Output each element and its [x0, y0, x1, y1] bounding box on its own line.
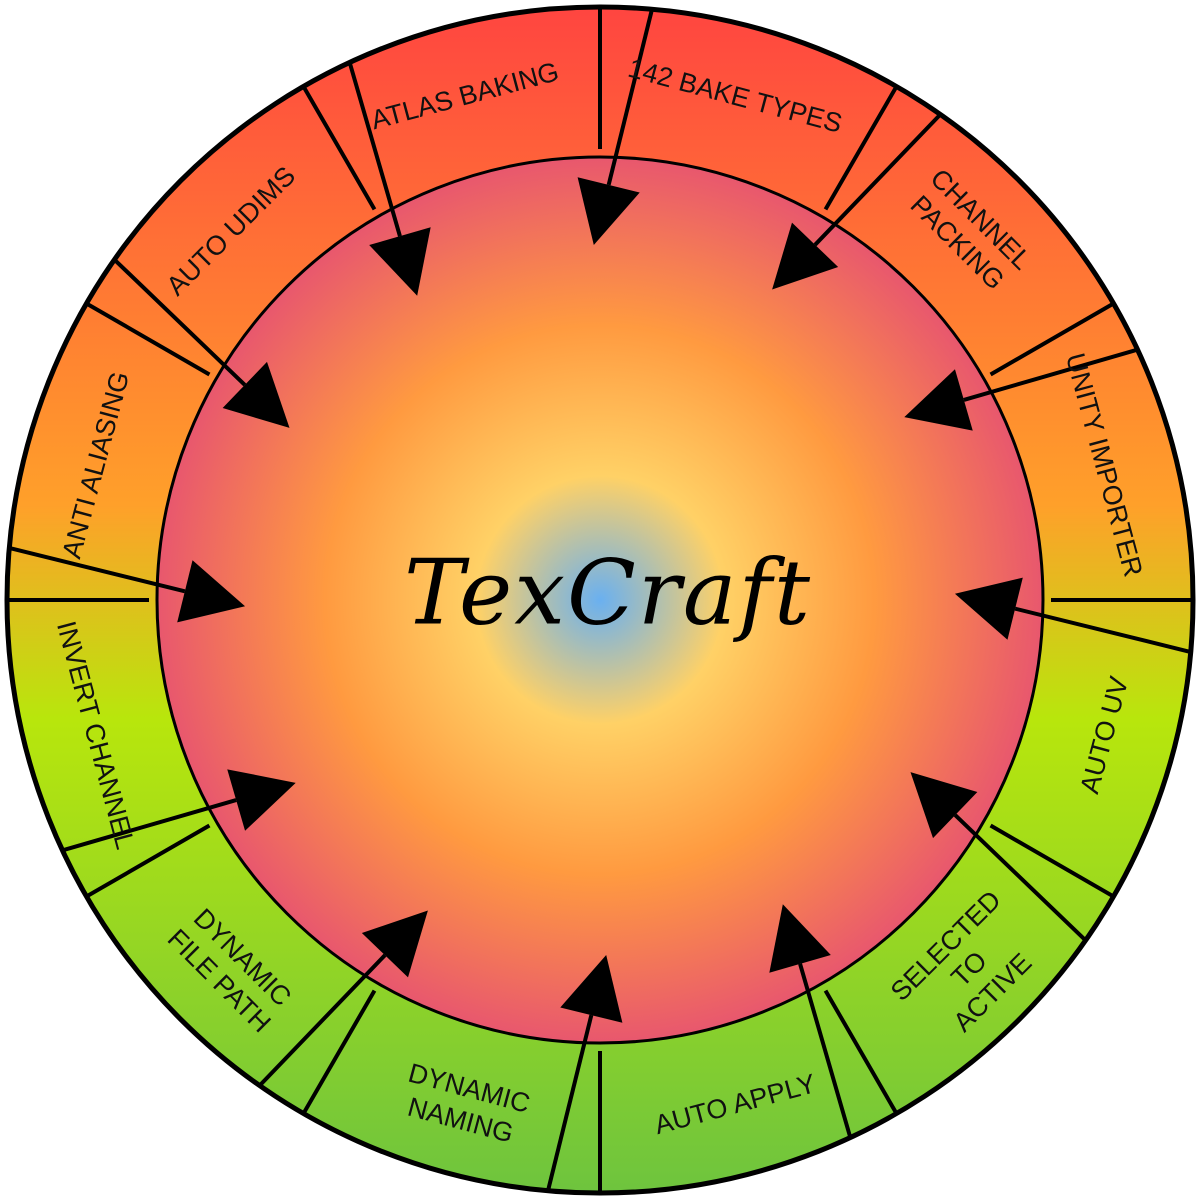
arrow-shaft [963, 348, 1137, 402]
arrow-head [369, 227, 431, 296]
arrow-head [177, 560, 246, 623]
feature-arrows [10, 10, 1190, 1190]
segment-dividers [7, 7, 1193, 1193]
arrow-head [904, 369, 973, 431]
segment-divider [989, 823, 1115, 899]
inner-disc [155, 155, 1045, 1045]
center-title: TexCraft [404, 540, 812, 645]
arrow-shaft [606, 10, 654, 186]
arrow-head [560, 954, 623, 1023]
arrow-shaft [348, 63, 402, 237]
arrow-shaft [114, 259, 247, 387]
arrow-shaft [798, 963, 852, 1137]
arrow-shaft [10, 546, 186, 594]
arrow-head [910, 772, 978, 839]
arrow-shaft [546, 1014, 594, 1190]
arrow-shaft [953, 813, 1086, 941]
segment-divider [85, 823, 211, 899]
segment-divider [301, 85, 377, 211]
segment-divider [301, 989, 377, 1115]
arrow-head [769, 904, 831, 973]
arrow-head [577, 177, 640, 246]
arrow-shaft [259, 953, 387, 1086]
arrow-shaft [63, 798, 237, 852]
arrow-head [772, 222, 839, 290]
segment-divider [989, 301, 1115, 377]
arrow-shaft [1014, 606, 1190, 654]
arrow-shaft [813, 114, 941, 247]
arrow-head [954, 577, 1023, 640]
segment-divider [85, 301, 211, 377]
arrow-head [361, 910, 428, 978]
arrow-head [222, 361, 290, 428]
segment-divider [823, 85, 899, 211]
arrow-head [227, 769, 296, 831]
segment-divider [823, 989, 899, 1115]
